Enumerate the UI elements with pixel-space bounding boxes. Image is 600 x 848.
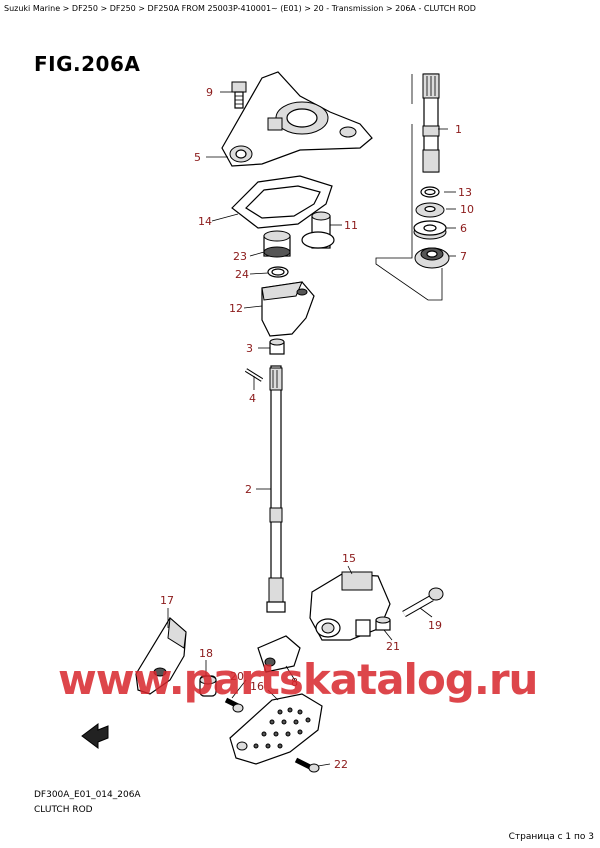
callout-18[interactable]: 18 bbox=[199, 647, 213, 660]
callout-15[interactable]: 15 bbox=[342, 552, 356, 565]
callout-8[interactable]: 8 bbox=[291, 676, 298, 689]
pagination[interactable]: Страница с 1 по 3 bbox=[508, 832, 594, 842]
part-12-holder[interactable] bbox=[261, 281, 315, 337]
callout-22[interactable]: 22 bbox=[334, 758, 348, 771]
part-24-washer[interactable] bbox=[267, 266, 289, 278]
callout-1[interactable]: 1 bbox=[455, 123, 462, 136]
part-9-bolt[interactable] bbox=[231, 81, 247, 109]
callout-9[interactable]: 9 bbox=[206, 86, 213, 99]
part-18-clip[interactable] bbox=[199, 675, 217, 697]
callout-19[interactable]: 19 bbox=[428, 619, 442, 632]
part-19-bolt[interactable] bbox=[402, 587, 444, 618]
callout-10[interactable]: 10 bbox=[460, 203, 474, 216]
watermark: www.partskatalog.ru bbox=[58, 655, 538, 704]
forward-arrow-icon bbox=[81, 723, 109, 749]
part-21-collar[interactable] bbox=[375, 616, 391, 631]
diagram-caption: CLUTCH ROD bbox=[34, 805, 93, 815]
part-23-gear[interactable] bbox=[263, 230, 291, 258]
part-13-ring[interactable] bbox=[420, 186, 440, 198]
callout-14[interactable]: 14 bbox=[198, 215, 212, 228]
part-2-clutch-rod[interactable] bbox=[266, 365, 286, 613]
part-4-pin[interactable] bbox=[244, 368, 264, 382]
leader-lines bbox=[167, 91, 456, 767]
part-11-gear[interactable] bbox=[301, 211, 335, 249]
part-5-bracket[interactable] bbox=[221, 71, 373, 167]
part-8-joint[interactable] bbox=[257, 635, 301, 673]
callout-2[interactable]: 2 bbox=[245, 483, 252, 496]
callout-12[interactable]: 12 bbox=[229, 302, 243, 315]
figure-title: FIG.206A bbox=[34, 52, 141, 76]
callout-23[interactable]: 23 bbox=[233, 250, 247, 263]
part-1-shaft[interactable] bbox=[422, 73, 440, 173]
part-16-plate[interactable] bbox=[229, 693, 323, 765]
part-22-screw[interactable] bbox=[294, 757, 320, 773]
callout-5[interactable]: 5 bbox=[194, 151, 201, 164]
callout-16[interactable]: 16 bbox=[250, 680, 264, 693]
callout-20[interactable]: 20 bbox=[230, 670, 244, 683]
callout-11[interactable]: 11 bbox=[344, 219, 358, 232]
part-15-shift-arm[interactable] bbox=[309, 571, 391, 641]
callout-13[interactable]: 13 bbox=[458, 186, 472, 199]
callout-7[interactable]: 7 bbox=[460, 250, 467, 263]
callout-4[interactable]: 4 bbox=[249, 392, 256, 405]
part-3-bushing[interactable] bbox=[269, 338, 285, 355]
part-17-cover[interactable] bbox=[135, 616, 187, 695]
part-10-washer[interactable] bbox=[415, 202, 445, 218]
diagram-code: DF300A_E01_014_206A bbox=[34, 790, 141, 800]
callout-3[interactable]: 3 bbox=[246, 342, 253, 355]
callout-24[interactable]: 24 bbox=[235, 268, 249, 281]
part-6-bushing[interactable] bbox=[413, 220, 447, 240]
breadcrumb[interactable]: Suzuki Marine > DF250 > DF250 > DF250A F… bbox=[4, 4, 476, 13]
part-7-seal[interactable] bbox=[414, 247, 450, 269]
callout-17[interactable]: 17 bbox=[160, 594, 174, 607]
part-14-gasket[interactable] bbox=[231, 175, 333, 229]
part-20-screw[interactable] bbox=[224, 697, 244, 713]
callout-21[interactable]: 21 bbox=[386, 640, 400, 653]
callout-6[interactable]: 6 bbox=[460, 222, 467, 235]
